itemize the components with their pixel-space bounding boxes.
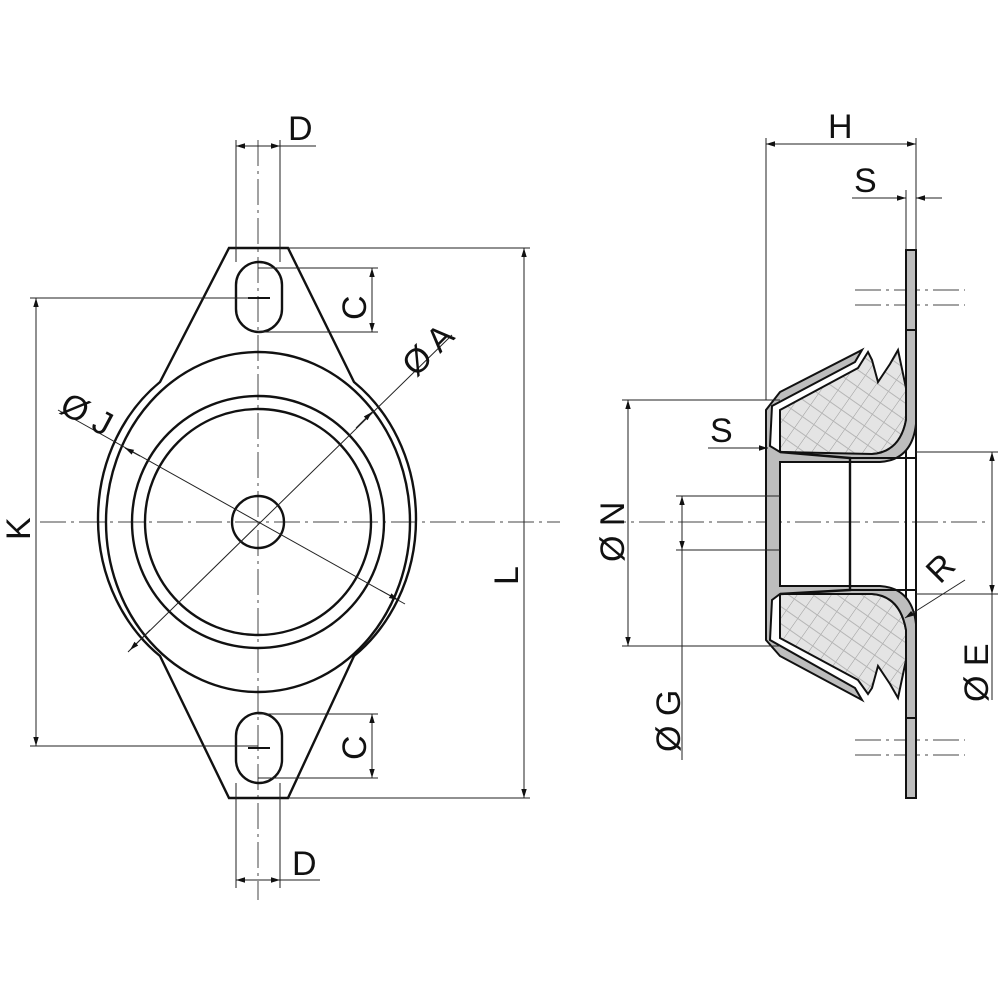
ring-outer bbox=[130, 394, 386, 650]
outer-body-circle bbox=[104, 350, 412, 694]
label-A: Ø A bbox=[395, 316, 462, 383]
label-L: L bbox=[488, 566, 526, 585]
label-E: Ø E bbox=[958, 643, 996, 702]
label-S-top: S bbox=[854, 162, 877, 200]
dim-J-arrow-left bbox=[124, 447, 141, 457]
label-H: H bbox=[828, 108, 853, 146]
front-view: D D C C Ø A Ø J K L bbox=[0, 110, 560, 900]
label-G: Ø G bbox=[650, 690, 688, 752]
plate-top-segment bbox=[905, 249, 917, 331]
plate-bottom-segment bbox=[905, 717, 917, 799]
center-hole bbox=[230, 494, 286, 550]
inner-bore bbox=[779, 450, 852, 596]
dim-J-arrow-right bbox=[379, 589, 399, 601]
label-R: R bbox=[919, 546, 963, 590]
label-C-bottom: C bbox=[336, 735, 374, 760]
slot-bottom bbox=[234, 711, 284, 785]
dim-J-line bbox=[57, 409, 406, 605]
label-K: K bbox=[0, 517, 38, 540]
dim-A-arrow-lower bbox=[129, 629, 151, 651]
section-view: H S S Ø N Ø G R Ø E bbox=[594, 108, 998, 799]
label-C-top: C bbox=[336, 295, 374, 320]
dim-A-line bbox=[127, 334, 453, 653]
label-J: Ø J bbox=[54, 386, 119, 444]
ring-inner bbox=[143, 407, 373, 637]
dim-R-leader bbox=[904, 579, 966, 619]
label-N: Ø N bbox=[594, 502, 632, 562]
label-D-bottom: D bbox=[292, 845, 317, 883]
label-S-left: S bbox=[710, 412, 733, 450]
metal-cup bbox=[765, 329, 917, 719]
dim-A-arrow-upper bbox=[355, 411, 373, 429]
label-D-top: D bbox=[288, 110, 313, 148]
